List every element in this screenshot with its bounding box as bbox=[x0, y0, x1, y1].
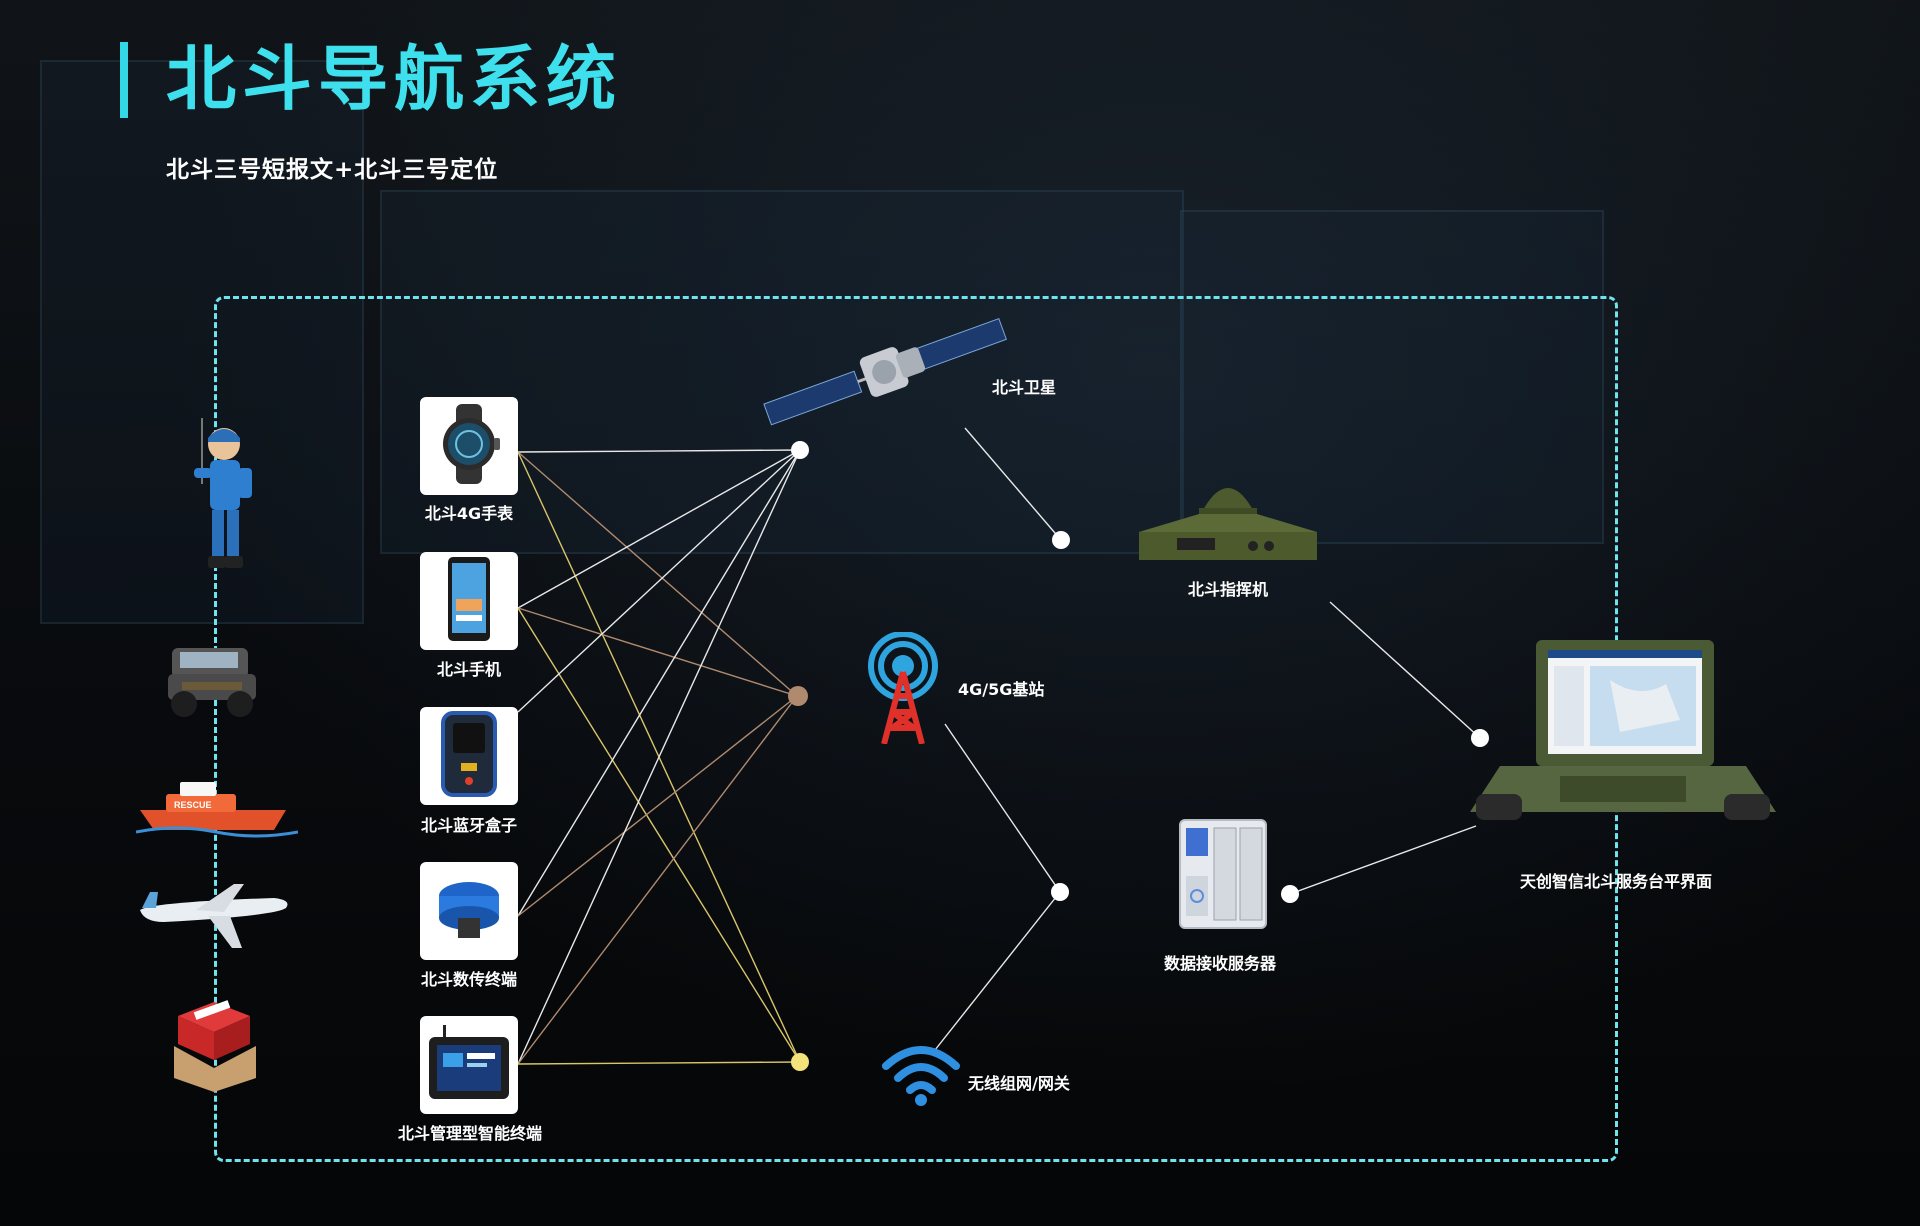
gnss-receiver-icon bbox=[434, 874, 504, 948]
vehicle-icon bbox=[162, 630, 262, 724]
hub-wifi-node bbox=[791, 1053, 809, 1071]
server-hub-node bbox=[1051, 883, 1069, 901]
line-commander-platform bbox=[1329, 601, 1481, 739]
wifi-label: 无线组网/网关 bbox=[968, 1074, 1070, 1093]
platform-laptop-icon bbox=[1470, 640, 1776, 824]
device-label: 北斗蓝牙盒子 bbox=[420, 816, 517, 835]
line-watch-satellite bbox=[517, 449, 801, 453]
line-phone-satellite bbox=[517, 449, 801, 609]
line-tablet-wifi bbox=[517, 1061, 801, 1065]
line-phone-wifi bbox=[517, 607, 801, 1063]
platform-node bbox=[1471, 729, 1489, 747]
rescue-boat-icon: RESCUE bbox=[135, 770, 299, 838]
page-subtitle: 北斗三号短报文+北斗三号定位 bbox=[166, 157, 499, 183]
device-label: 北斗管理型智能终端 bbox=[397, 1124, 542, 1143]
smartwatch-icon bbox=[434, 404, 504, 488]
line-wifi-server bbox=[934, 891, 1061, 1051]
device-label: 北斗4G手表 bbox=[424, 504, 514, 523]
platform-label: 天创智信北斗服务台平界面 bbox=[1519, 872, 1712, 891]
device-card-tablet[interactable] bbox=[420, 1016, 518, 1114]
package-icon bbox=[164, 998, 266, 1092]
person-icon bbox=[180, 414, 260, 584]
device-label: 北斗数传终端 bbox=[420, 970, 517, 989]
line-watch-base bbox=[517, 451, 798, 697]
line-dtu-satellite bbox=[517, 449, 801, 917]
airplane-icon bbox=[134, 878, 294, 954]
commander-node bbox=[1052, 531, 1070, 549]
line-dtu-base bbox=[517, 695, 798, 917]
line-tablet-base bbox=[517, 695, 798, 1065]
satellite-icon bbox=[760, 312, 1014, 430]
line-satellite-commander bbox=[964, 427, 1062, 541]
base-station-icon bbox=[866, 631, 940, 745]
line-phone-base bbox=[517, 607, 798, 697]
background-screen bbox=[40, 60, 364, 624]
hub-base-node bbox=[788, 686, 808, 706]
line-server-platform bbox=[1289, 825, 1477, 895]
commander-label: 北斗指挥机 bbox=[1188, 580, 1269, 599]
background-screen bbox=[1180, 210, 1604, 544]
line-tablet-satellite bbox=[517, 449, 801, 1065]
base-station-label: 4G/5G基站 bbox=[958, 680, 1045, 699]
rugged-tablet-icon bbox=[427, 1025, 511, 1105]
title-accent-bar bbox=[120, 42, 128, 118]
commander-icon bbox=[1133, 470, 1323, 564]
hub-satellite-node bbox=[791, 441, 809, 459]
device-label: 北斗手机 bbox=[436, 660, 501, 679]
line-box-satellite bbox=[517, 449, 801, 713]
satellite-label: 北斗卫星 bbox=[992, 378, 1057, 397]
wifi-icon bbox=[880, 1040, 962, 1108]
server-label: 数据接收服务器 bbox=[1164, 954, 1277, 973]
device-card-phone[interactable] bbox=[420, 552, 518, 650]
bluetooth-box-icon bbox=[439, 709, 499, 803]
svg-text:RESCUE: RESCUE bbox=[174, 800, 212, 810]
line-base-server bbox=[944, 723, 1061, 893]
device-card-data-terminal[interactable] bbox=[420, 862, 518, 960]
page-title: 北斗导航系统 bbox=[166, 38, 622, 120]
device-card-bluetooth-box[interactable] bbox=[420, 707, 518, 805]
device-card-watch[interactable] bbox=[420, 397, 518, 495]
phone-icon bbox=[446, 555, 492, 647]
server-node bbox=[1281, 885, 1299, 903]
server-icon bbox=[1176, 816, 1270, 932]
